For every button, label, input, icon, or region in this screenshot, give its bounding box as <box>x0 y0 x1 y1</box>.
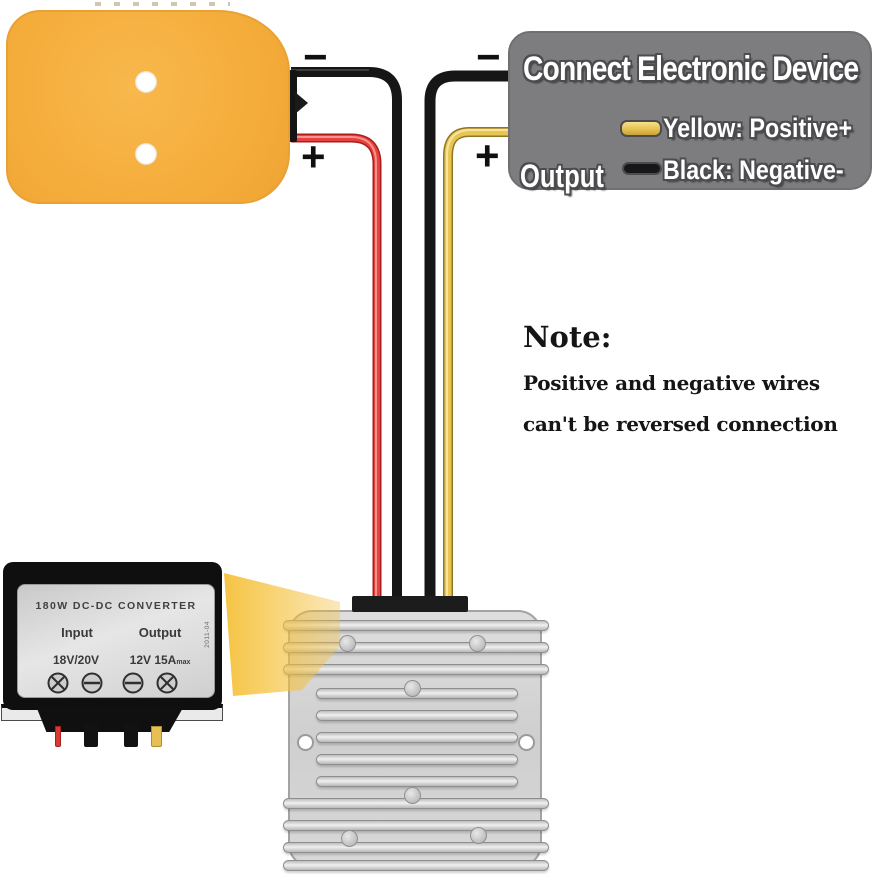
wire-red-highlight <box>291 136 377 605</box>
rivet <box>404 680 421 697</box>
note-line-2: can't be reversed connection <box>523 412 838 436</box>
output-header: Output <box>138 625 182 640</box>
wire-black-battery <box>291 67 402 606</box>
battery-negative-symbol: − <box>303 33 328 80</box>
label-side-code: 2011-04 <box>204 621 211 648</box>
output-label: Output <box>520 158 604 194</box>
output-positive-symbol: + <box>475 132 500 179</box>
output-value: 12V 15Amax <box>114 653 206 667</box>
screw-phillips-icon <box>47 672 69 694</box>
heatsink-fin <box>283 842 549 853</box>
adapter-wire-connector <box>289 70 297 142</box>
mount-hole-left <box>297 734 314 751</box>
wire-black-output <box>424 70 514 606</box>
input-value: 18V/20V <box>52 653 100 667</box>
note-heading: Note: <box>523 320 612 354</box>
battery-adapter <box>6 10 290 204</box>
rivet <box>470 827 487 844</box>
adapter-hole-bottom <box>135 143 157 165</box>
heatsink-fin <box>316 754 518 765</box>
input-header: Input <box>61 625 93 640</box>
rivet <box>404 787 421 804</box>
battery-positive-symbol: + <box>301 133 326 180</box>
rivet <box>469 635 486 652</box>
terminal-screws <box>47 672 178 694</box>
output-negative-symbol: − <box>476 33 501 80</box>
wire-yellow-highlight <box>446 129 514 605</box>
heatsink-fin <box>283 860 549 871</box>
heatsink-fin <box>283 820 549 831</box>
buck-wire-black-1 <box>84 724 98 747</box>
screw-phillips-icon <box>156 672 178 694</box>
heatsink-fin <box>316 732 518 743</box>
wire-entry-strip <box>352 596 468 612</box>
buck-wire-black-2 <box>124 724 138 747</box>
note-block: Note: Positive and negative wires can't … <box>523 320 838 436</box>
adapter-serration-marks <box>95 2 230 6</box>
heatsink-fin <box>316 776 518 787</box>
mount-hole-right <box>518 734 535 751</box>
buck-label-title: 180W DC-DC CONVERTER <box>35 600 197 612</box>
note-line-1: Positive and negative wires <box>523 371 820 395</box>
heatsink-fin <box>316 710 518 721</box>
buck-wire-red <box>55 726 61 747</box>
black-wire-swatch-icon <box>622 162 662 175</box>
screw-slot-icon <box>81 672 103 694</box>
adapter-hole-top <box>135 71 157 93</box>
screw-slot-icon <box>122 672 144 694</box>
legend-black-negative: Black: Negative- <box>663 155 844 185</box>
yellow-wire-swatch-icon <box>620 120 662 137</box>
rivet <box>341 830 358 847</box>
device-info-box: Connect Electronic Device Output Yellow:… <box>508 31 872 194</box>
info-box-title: Connect Electronic Device <box>523 50 859 88</box>
beam-polygon <box>224 573 340 696</box>
buck-converter-label: 180W DC-DC CONVERTER Input Output 18V/20… <box>17 584 215 698</box>
output-value-text: 12V 15A <box>129 653 177 667</box>
output-value-suffix: max <box>176 659 191 666</box>
adapter-connector-wedge-icon <box>295 92 308 114</box>
legend-yellow-positive: Yellow: Positive+ <box>663 113 853 143</box>
buck-wire-yellow <box>151 726 162 747</box>
